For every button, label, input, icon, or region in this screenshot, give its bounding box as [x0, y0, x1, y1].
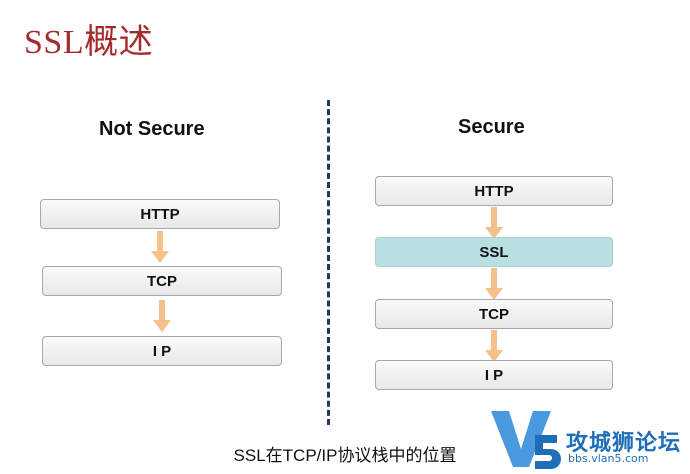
column-divider: [327, 100, 330, 425]
not-secure-heading: Not Secure: [99, 118, 205, 140]
right-layer-ip: I P: [375, 360, 613, 390]
right-layer-ssl: SSL: [375, 237, 613, 267]
secure-heading: Secure: [458, 116, 525, 138]
watermark-brand: 攻城狮论坛: [566, 431, 682, 456]
down-arrow-icon: [153, 300, 171, 332]
slide-title: SSL概述: [24, 24, 154, 61]
right-layer-http: HTTP: [375, 176, 613, 206]
down-arrow-icon: [151, 231, 169, 263]
down-arrow-icon: [485, 268, 503, 300]
left-layer-ip: I P: [42, 336, 282, 366]
down-arrow-icon: [485, 330, 503, 362]
down-arrow-icon: [485, 207, 503, 239]
right-layer-tcp: TCP: [375, 299, 613, 329]
diagram-caption: SSL在TCP/IP协议栈中的位置: [233, 446, 457, 465]
left-layer-tcp: TCP: [42, 266, 282, 296]
v5-logo-icon: [491, 411, 561, 469]
left-layer-http: HTTP: [40, 199, 280, 229]
watermark-url: bbs.vlan5.com: [568, 452, 649, 465]
